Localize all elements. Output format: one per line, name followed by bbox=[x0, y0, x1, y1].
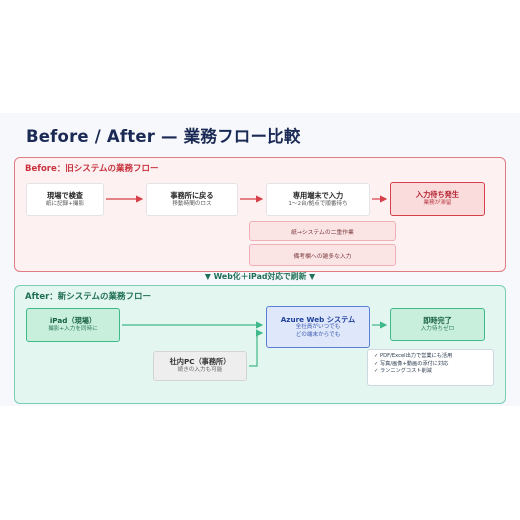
ipad-field-node: iPad（現場） 撮影+入力を同時に bbox=[26, 308, 120, 342]
node-sub: 続きの入力も可能 bbox=[177, 367, 223, 374]
step-title: 入力待ち発生 bbox=[415, 190, 460, 200]
before-panel-title: Before：旧システムの業務フロー bbox=[25, 164, 159, 174]
step-title: 専用端末で入力 bbox=[292, 190, 344, 200]
issue-double-work: 紙→システムの二重作業 bbox=[249, 221, 396, 241]
step-input-wait: 入力待ち発生 業務が滞留 bbox=[390, 182, 485, 216]
benefit-item: ✓ 写真/画像+動画の添付に対応 bbox=[374, 360, 449, 367]
node-sub-1: 全社員がいつでも bbox=[295, 324, 341, 331]
step-sub: 1〜2台/拠点で順番待ち bbox=[288, 200, 348, 207]
step-title: 現場で検査 bbox=[47, 190, 83, 200]
node-sub: 撮影+入力を同時に bbox=[48, 326, 98, 333]
step-field-inspection: 現場で検査 紙に記録+撮影 bbox=[26, 183, 104, 216]
step-title: 事務所に戻る bbox=[170, 190, 214, 200]
issue-messy-notes: 備考欄への雑多な入力 bbox=[249, 244, 396, 266]
step-sub: 紙に記録+撮影 bbox=[45, 200, 85, 207]
node-sub-2: どの端末からでも bbox=[295, 331, 341, 338]
step-return-office: 事務所に戻る 移動時間のロス bbox=[146, 183, 238, 216]
step-sub: 業務が滞留 bbox=[423, 200, 452, 207]
after-panel-title: After：新システムの業務フロー bbox=[25, 292, 152, 302]
node-title: Azure Web システム bbox=[280, 314, 356, 324]
node-title: iPad（現場） bbox=[49, 316, 97, 326]
arrow-pc-to-azure bbox=[249, 329, 264, 367]
node-title: 社内PC（事務所） bbox=[169, 357, 231, 367]
benefit-item: ✓ PDF/Excel出力で営業にも活用 bbox=[374, 353, 453, 359]
step-dedicated-terminal: 専用端末で入力 1〜2台/拠点で順番待ち bbox=[266, 183, 370, 216]
transition-banner: ▼ Web化＋iPad対応で刷新 ▼ bbox=[204, 272, 316, 281]
flow-arrows bbox=[106, 195, 388, 367]
slide: Before / After — 業務フロー比較 Before：旧システムの業務… bbox=[0, 113, 520, 406]
benefit-item: ✓ ランニングコスト削減 bbox=[374, 368, 432, 375]
node-sub: 入力待ちゼロ bbox=[420, 325, 455, 332]
azure-system-node: Azure Web システム 全社員がいつでも どの端末からでも bbox=[266, 306, 370, 348]
step-sub: 移動時間のロス bbox=[172, 200, 212, 207]
node-title: 即時完了 bbox=[423, 315, 452, 325]
benefits-box: ✓ PDF/Excel出力で営業にも活用 ✓ 写真/画像+動画の添付に対応 ✓ … bbox=[367, 349, 494, 386]
office-pc-node: 社内PC（事務所） 続きの入力も可能 bbox=[153, 351, 247, 381]
instant-complete-node: 即時完了 入力待ちゼロ bbox=[390, 308, 485, 341]
page-title: Before / After — 業務フロー比較 bbox=[26, 127, 301, 146]
